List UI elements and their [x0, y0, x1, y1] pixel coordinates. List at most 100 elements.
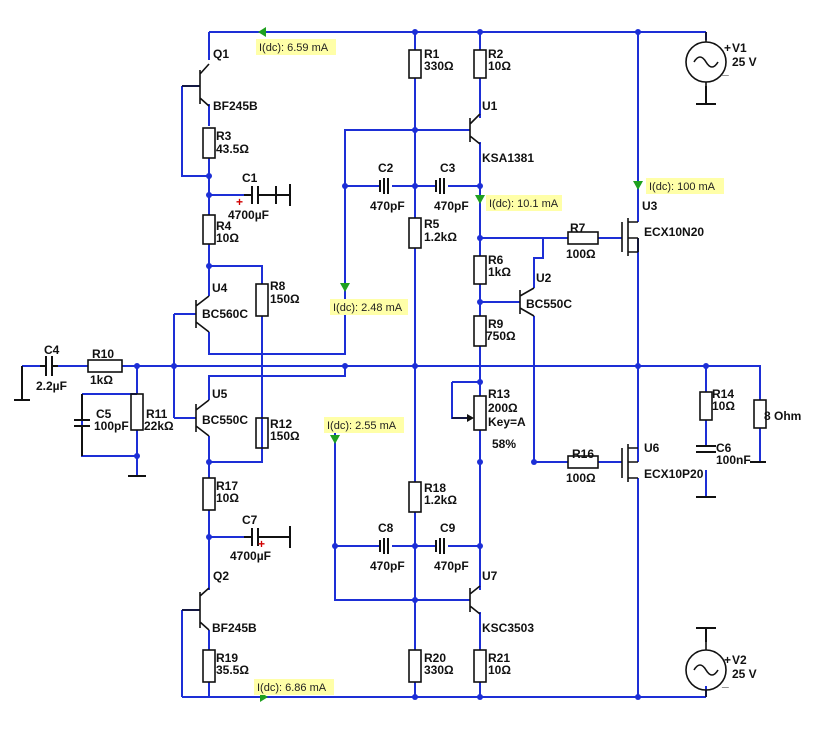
r3-label: R3	[216, 129, 232, 143]
u7-label: U7	[482, 569, 498, 583]
r5-label: R5	[424, 217, 440, 231]
r17-label: R17	[216, 479, 238, 493]
c4-label: C4	[44, 343, 60, 357]
c5-value: 100pF	[94, 419, 129, 433]
v1-label: V1	[732, 41, 747, 55]
c7-polarity: +	[258, 537, 265, 551]
c8-value: 470pF	[370, 559, 405, 573]
r8-value: 150Ω	[270, 292, 300, 306]
v2-minus: _	[721, 675, 729, 689]
u6-label: U6	[644, 441, 660, 455]
r12-value: 150Ω	[270, 429, 300, 443]
r16-body	[567, 455, 599, 469]
c3-value: 470pF	[434, 199, 469, 213]
r16-label: R16	[572, 447, 594, 461]
r2-value: 10Ω	[488, 59, 511, 73]
r14-label: R14	[712, 387, 734, 401]
r1-label: R1	[424, 47, 440, 61]
svg-text:I(dc): 10.1 mA: I(dc): 10.1 mA	[489, 198, 559, 210]
r2-body	[473, 49, 487, 79]
r18-body	[408, 481, 422, 513]
component-labels: Q1 BF245B R3 43.5Ω C1 + 4700µF R4 10Ω U4…	[36, 41, 801, 689]
r7-value: 100Ω	[566, 247, 596, 261]
r18-label: R18	[424, 481, 446, 495]
probe-top: I(dc): 6.59 mA	[256, 27, 336, 55]
u5-label: U5	[212, 387, 228, 401]
r13-wiper-arrow	[467, 414, 474, 422]
r6-label: R6	[488, 253, 504, 267]
r2-label: R2	[488, 47, 504, 61]
c9-value: 470pF	[434, 559, 469, 573]
r4-label: R4	[216, 219, 232, 233]
r7-body	[567, 231, 599, 245]
probe-u1: I(dc): 10.1 mA	[475, 195, 562, 211]
v1-value: 25 V	[732, 55, 757, 69]
u1-label: U1	[482, 99, 498, 113]
r10-label: R10	[92, 347, 114, 361]
transistors	[182, 63, 639, 631]
c7-label: C7	[242, 513, 258, 527]
r6-body	[473, 255, 487, 285]
r9-label: R9	[488, 317, 504, 331]
c1-value: 4700µF	[228, 208, 269, 222]
r4-value: 10Ω	[216, 231, 239, 245]
r10-body	[87, 359, 123, 373]
q1-label: Q1	[213, 47, 229, 61]
svg-text:I(dc): 6.86 mA: I(dc): 6.86 mA	[257, 682, 327, 694]
probe-bottom: I(dc): 6.86 mA	[254, 679, 334, 702]
r16-value: 100Ω	[566, 471, 596, 485]
u6-type: ECX10P20	[644, 467, 704, 481]
r13-value: 200Ω	[488, 401, 518, 415]
r9-body	[473, 315, 487, 347]
load-label: 8 Ohm	[764, 409, 801, 423]
u3-type: ECX10N20	[644, 225, 704, 239]
r6-value: 1kΩ	[488, 265, 511, 279]
c5-label: C5	[96, 407, 112, 421]
r21-body	[473, 649, 487, 683]
r13-percent: 58%	[492, 437, 516, 451]
resistors	[87, 49, 767, 683]
q1-type: BF245B	[213, 99, 258, 113]
r5-value: 1.2kΩ	[424, 230, 457, 244]
svg-text:I(dc): 6.59 mA: I(dc): 6.59 mA	[259, 42, 329, 54]
u5-type: BC550C	[202, 413, 248, 427]
r20-body	[408, 649, 422, 683]
c4-value: 2.2µF	[36, 379, 67, 393]
r8-label: R8	[270, 279, 286, 293]
r20-label: R20	[424, 651, 446, 665]
load-body	[753, 399, 767, 429]
u1-type: KSA1381	[482, 151, 534, 165]
v2-value: 25 V	[732, 667, 757, 681]
r17-value: 10Ω	[216, 491, 239, 505]
r14-body	[699, 391, 713, 421]
r1-body	[408, 49, 422, 79]
r21-label: R21	[488, 651, 510, 665]
u3-label: U3	[642, 199, 658, 213]
wires	[22, 31, 761, 698]
r3-body	[202, 127, 216, 159]
r13-key: Key=A	[488, 415, 526, 429]
probe-upper-mid: I(dc): 2.48 mA	[330, 283, 408, 315]
u7-type: KSC3503	[482, 621, 534, 635]
q2-label: Q2	[213, 569, 229, 583]
r11-body	[130, 393, 144, 431]
v2-plus: +	[724, 653, 731, 667]
svg-text:I(dc): 2.55 mA: I(dc): 2.55 mA	[327, 420, 397, 432]
r13-body	[473, 395, 487, 431]
r21-value: 10Ω	[488, 663, 511, 677]
c8-label: C8	[378, 521, 394, 535]
c6-value: 100nF	[716, 453, 751, 467]
probe-u3: I(dc): 100 mA	[633, 178, 724, 194]
q2-type: BF245B	[212, 621, 257, 635]
r1-value: 330Ω	[424, 59, 454, 73]
c1-label: C1	[242, 171, 258, 185]
r3-value: 43.5Ω	[216, 142, 249, 156]
c6-label: C6	[716, 441, 732, 455]
r8-body	[255, 283, 269, 317]
svg-text:I(dc): 100 mA: I(dc): 100 mA	[649, 181, 716, 193]
v1-plus: +	[724, 41, 731, 55]
v2-label: V2	[732, 653, 747, 667]
r18-value: 1.2kΩ	[424, 493, 457, 507]
current-probes: I(dc): 6.59 mA I(dc): 10.1 mA I(dc): 100…	[254, 27, 724, 702]
